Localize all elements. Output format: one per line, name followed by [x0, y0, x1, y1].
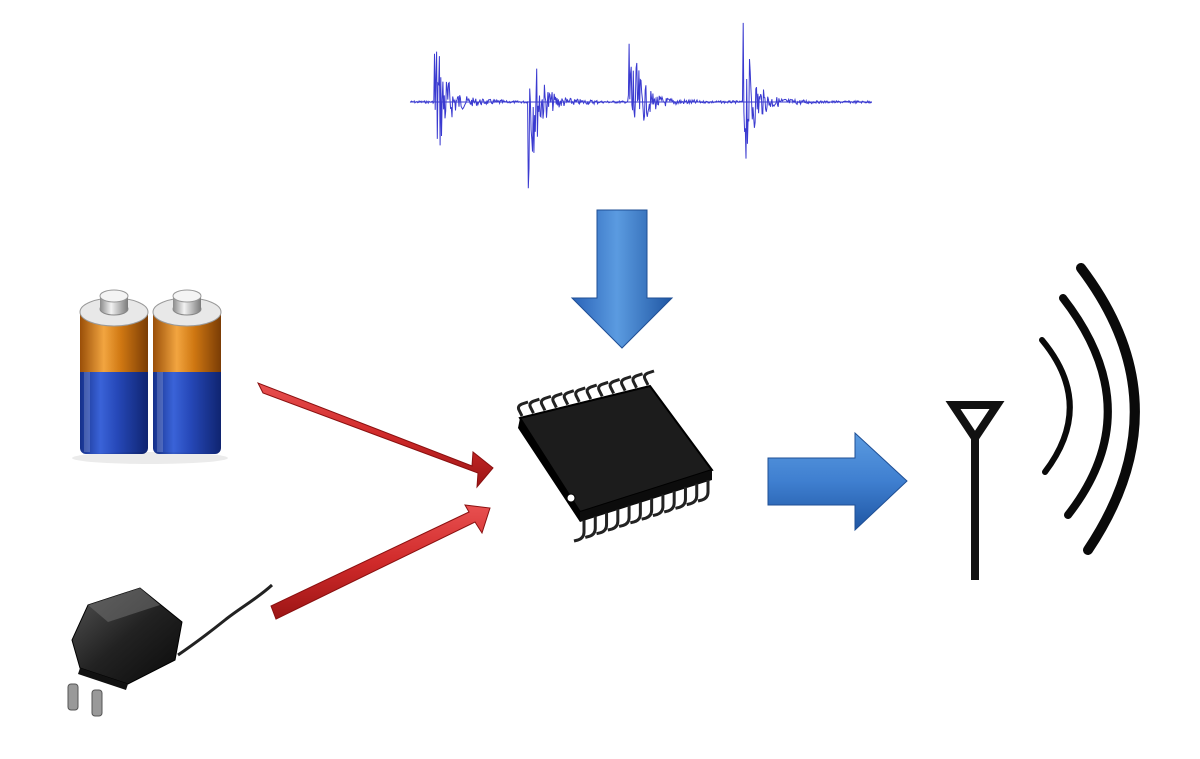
battery-pair-icon: [72, 289, 228, 464]
waveform-trace: [409, 22, 872, 189]
chip-pin: [641, 498, 654, 521]
chip-pin: [573, 520, 586, 543]
chip-pin: [631, 372, 644, 389]
red-arrow-from-batteries: [256, 382, 494, 489]
chip-pin: [596, 512, 609, 536]
chip-pin: [697, 480, 710, 503]
chip-pin: [597, 380, 609, 397]
chip-pin: [618, 505, 631, 528]
audio-waveform-icon: [409, 22, 872, 189]
wall-power-adapter-icon: [67, 583, 274, 717]
chip-bottom-pins: [573, 480, 710, 543]
chip-pin: [642, 369, 655, 386]
chip-pin: [608, 378, 621, 395]
chip-pin: [528, 397, 540, 414]
chip-pin: [675, 487, 687, 510]
blue-arrow-down: [570, 209, 674, 349]
chip-pin: [620, 375, 632, 392]
chip-top-pins: [516, 369, 655, 417]
chip-pin: [630, 501, 642, 525]
chip-pin: [574, 386, 586, 403]
antenna-icon: [945, 401, 1005, 580]
chip-pin: [562, 389, 575, 406]
chip-pin: [516, 400, 529, 417]
chip-pin: [663, 490, 676, 514]
integrated-circuit-chip-icon: [516, 369, 714, 543]
blue-arrow-right: [767, 431, 908, 532]
chip-pin: [584, 516, 597, 539]
chip-pin: [686, 483, 699, 507]
red-arrow-from-adapter: [270, 504, 491, 620]
chip-pin: [607, 509, 620, 532]
chip-pin: [585, 383, 598, 400]
chip-pin: [551, 392, 563, 409]
chip-pin: [539, 394, 552, 412]
radio-waves-icon: [1039, 263, 1140, 555]
chip-pin: [652, 494, 665, 518]
